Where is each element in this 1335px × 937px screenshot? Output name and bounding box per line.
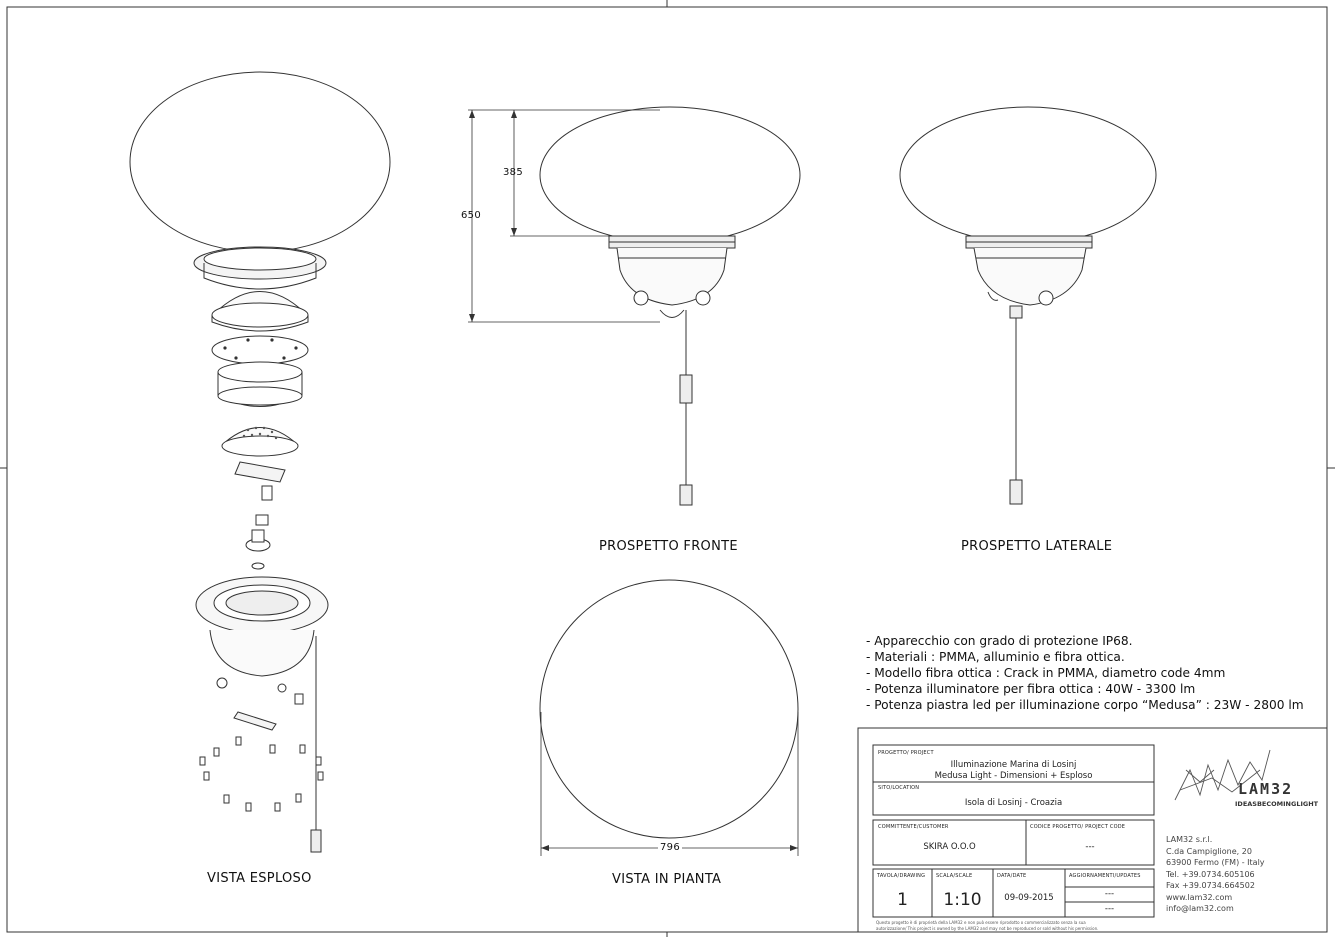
plan-view-label: VISTA IN PIANTA [612,872,722,887]
plan-circle [539,579,799,839]
lam32-logo-mark [1174,749,1271,801]
exploded-view-drawing [129,71,391,853]
updates-header: AGGIORNAMENTI/UPDATES [1069,873,1141,879]
drawing-header: TAVOLA/DRAWING [877,873,926,879]
legal-notice-line1: Questo progetto è di proprietà della LAM… [876,920,1086,925]
front-dimension-lines [468,109,660,323]
plan-view-drawing [539,579,799,856]
dimension-height-total: 650 [461,210,481,221]
specification-notes: - Apparecchio con grado di protezione IP… [866,633,1304,713]
company-line: Fax +39.0734.664502 [1166,881,1255,890]
scale-header: SCALA/SCALE [936,873,973,879]
company-line: info@lam32.com [1166,904,1234,913]
plan-arrowheads [541,845,798,851]
date-value: 09-09-2015 [1004,893,1054,903]
drawing-number: 1 [897,890,908,910]
note-line: - Potenza illuminatore per fibra ottica … [866,682,1196,696]
front-view-label: PROSPETTO FRONTE [599,539,738,554]
exploded-view-label: VISTA ESPLOSO [207,871,312,886]
note-line: - Apparecchio con grado di protezione IP… [866,634,1133,648]
update-value: --- [1104,904,1115,914]
update-value: --- [1104,889,1115,899]
front-globe [539,106,801,244]
note-line: - Potenza piastra led per illuminazione … [866,698,1304,712]
legal-notice-line2: autorizzazione/ This project is owned by… [876,926,1099,931]
project-code-header: CODICE PROGETTO/ PROJECT CODE [1030,824,1126,830]
dimension-height-globe: 385 [503,167,523,178]
dimension-diameter: 796 [658,842,682,853]
title-block-frame [857,727,1328,933]
logo-tagline: IDEASBECOMINGLIGHT [1235,800,1319,808]
customer-header: COMMITTENTE/CUSTOMER [878,824,949,830]
project-title-line2: Medusa Light - Dimensioni + Esploso [934,771,1093,781]
scale-value: 1:10 [943,890,982,910]
company-line: C.da Campiglione, 20 [1166,846,1252,856]
note-line: - Materiali : PMMA, alluminio e fibra ot… [866,650,1125,664]
dimension-arrowheads [469,110,517,322]
side-view-drawing [899,106,1157,505]
company-line: 63900 Fermo (FM) - Italy [1166,858,1265,867]
side-view-label: PROSPETTO LATERALE [961,539,1113,554]
date-header: DATA/DATE [997,873,1027,879]
project-title-line1: Illuminazione Marina di Losinj [950,760,1077,770]
site-header: SITO/LOCATION [878,785,920,791]
company-info: LAM32 s.r.l. C.da Campiglione, 20 63900 … [1166,834,1265,915]
company-line: Tel. +39.0734.605106 [1166,869,1255,879]
front-view-drawing [539,106,801,506]
site-value: Isola di Losinj - Croazia [964,798,1063,808]
logo-wordmark: LAM32 [1238,780,1294,798]
customer-value: SKIRA O.O.O [923,842,976,852]
exploded-globe [129,71,391,253]
company-line: LAM32 s.r.l. [1166,835,1213,844]
company-line: www.lam32.com [1166,892,1233,902]
side-globe [899,106,1157,244]
project-code-value: --- [1085,842,1095,852]
note-line: - Modello fibra ottica : Crack in PMMA, … [866,666,1226,680]
project-header: PROGETTO/ PROJECT [878,750,934,756]
